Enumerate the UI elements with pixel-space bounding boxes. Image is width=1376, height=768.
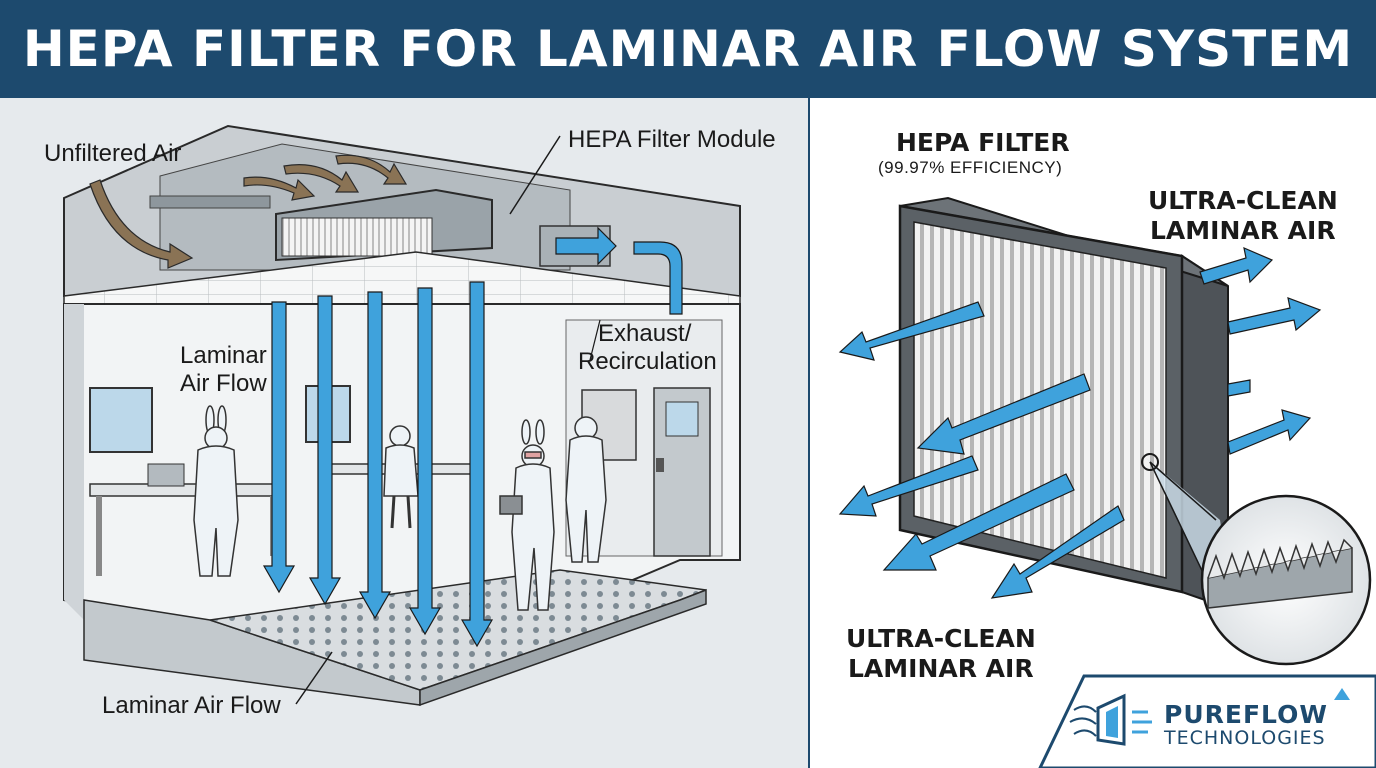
- arrow-icon: [990, 505, 1125, 599]
- label-recirculation: Recirculation: [578, 348, 717, 375]
- arrow-icon: [308, 295, 342, 606]
- label-inflow-line2: LAMINAR AIR: [848, 654, 1034, 683]
- pureflow-logo-icon: [1069, 688, 1350, 746]
- window-left: [89, 387, 153, 453]
- arrow-icon: [335, 154, 408, 185]
- panel-divider: [808, 98, 810, 768]
- arrow-icon: [460, 281, 494, 648]
- label-efficiency: (99.97% EFFICIENCY): [878, 158, 1063, 177]
- hepa-module-pleats: [281, 217, 433, 257]
- label-inflow-line1: ULTRA-CLEAN: [846, 624, 1036, 653]
- arrow-icon: [838, 455, 979, 517]
- label-outflow-line1: ULTRA-CLEAN: [1148, 186, 1338, 215]
- label-hepa-filter-module: HEPA Filter Module: [568, 126, 776, 153]
- laminar-downflow-arrows: [262, 281, 494, 648]
- arrow-icon: [555, 226, 617, 266]
- arrow-icon: [262, 301, 296, 594]
- arrow-icon: [283, 164, 360, 193]
- arrow-icon: [358, 291, 392, 620]
- label-air-flow: Air Flow: [180, 370, 267, 397]
- logo-subtitle: TECHNOLOGIES: [1164, 727, 1326, 749]
- page-title: HEPA FILTER FOR LAMINAR AIR FLOW SYSTEM: [22, 20, 1354, 78]
- logo-name: PUREFLOW: [1164, 700, 1328, 729]
- arrow-icon: [243, 176, 316, 201]
- label-exhaust: Exhaust/: [598, 320, 692, 347]
- label-laminar: Laminar: [180, 342, 267, 369]
- label-hepa-filter: HEPA FILTER: [896, 128, 1070, 157]
- label-outflow-line2: LAMINAR AIR: [1150, 216, 1336, 245]
- bunny-ear-figure-icon-2: [499, 419, 555, 611]
- arrow-icon: [882, 473, 1075, 571]
- arrow-icon: [1227, 297, 1322, 335]
- unfiltered-air-arrows: [89, 154, 408, 269]
- arrow-icon: [1227, 409, 1312, 455]
- filter-airflow-arrows: [838, 246, 1322, 599]
- bench-left: [89, 483, 281, 497]
- bunny-ear-figure-icon: [193, 405, 239, 577]
- arrow-icon: [916, 373, 1091, 455]
- arrow-icon: [1227, 379, 1251, 397]
- label-unfiltered-air: Unfiltered Air: [44, 140, 182, 167]
- title-banner: HEPA FILTER FOR LAMINAR AIR FLOW SYSTEM: [0, 0, 1376, 98]
- arrow-icon: [89, 179, 194, 269]
- arrow-icon: [1199, 246, 1274, 285]
- arrow-icon: [838, 301, 985, 361]
- label-floor-laminar-air-flow: Laminar Air Flow: [102, 692, 281, 719]
- arrow-icon: [408, 287, 442, 636]
- ceiling-grid: [63, 251, 741, 305]
- exhaust-arrows: [555, 226, 683, 315]
- arrow-icon: [633, 241, 683, 315]
